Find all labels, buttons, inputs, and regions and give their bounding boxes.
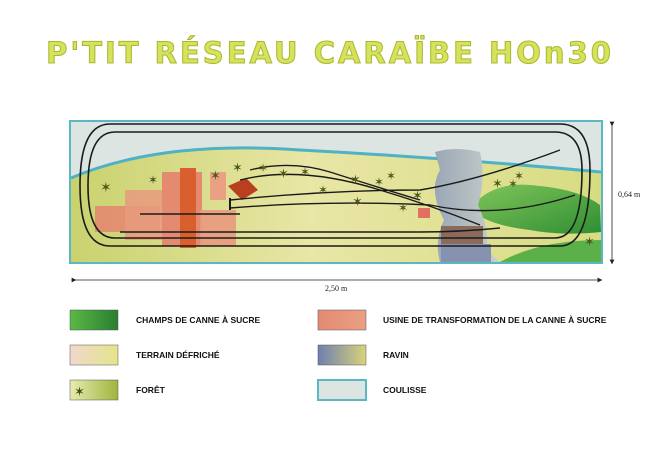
legend-item-forest: FORÊT [136, 385, 165, 395]
legend-label: FORÊT [136, 385, 165, 395]
svg-text:✶: ✶ [210, 168, 221, 183]
svg-text:✶: ✶ [232, 160, 243, 175]
svg-text:✶: ✶ [300, 165, 310, 179]
legend-label: COULISSE [383, 385, 427, 395]
svg-text:✶: ✶ [386, 169, 396, 183]
svg-text:✶: ✶ [508, 177, 518, 191]
svg-text:✶: ✶ [584, 234, 595, 249]
svg-text:✶: ✶ [352, 194, 363, 209]
page-title: P'TIT RÉSEAU CARAÏBE HOn30 [46, 36, 614, 71]
track-outer-loop [79, 123, 591, 247]
legend-label: RAVIN [383, 350, 409, 360]
legend-label: TERRAIN DÉFRICHÉ [136, 350, 220, 360]
legend-swatch-coulisse [317, 379, 367, 401]
legend-item-coulisse: COULISSE [383, 385, 426, 395]
legend-item-terrain: TERRAIN DÉFRICHÉ [136, 350, 220, 360]
factory-roof [228, 178, 258, 200]
legend-swatch-cane-field [69, 309, 119, 331]
legend-label: USINE DE TRANSFORMATION DE LA CANNE À SU… [383, 315, 607, 325]
forest-trees: ✶ ✶ ✶ ✶ ✶ ✶ ✶ ✶ ✶ ✶ ✶ ✶ ✶ ✶ ✶ ✶ ✶ ✶ [100, 160, 595, 249]
legend-swatch-terrain [69, 344, 119, 366]
cane-field-bottom [500, 240, 601, 262]
width-label: 2,50 m [325, 284, 348, 293]
legend-item-factory: USINE DE TRANSFORMATION DE LA CANNE À SU… [383, 315, 606, 325]
track-inner-loop [87, 131, 583, 239]
svg-text:✶: ✶ [100, 179, 112, 195]
svg-text:✶: ✶ [412, 188, 423, 203]
factory-chimney-block [180, 168, 196, 248]
svg-text:✶: ✶ [374, 175, 384, 189]
height-label: 0,64 m [618, 190, 641, 199]
svg-text:✶: ✶ [278, 166, 289, 181]
svg-text:✶: ✶ [492, 176, 503, 191]
svg-text:✶: ✶ [148, 173, 158, 187]
legend-item-ravine: RAVIN [383, 350, 409, 360]
legend-swatch-factory [317, 309, 367, 331]
svg-text:✶: ✶ [514, 169, 524, 183]
svg-text:✶: ✶ [258, 161, 268, 175]
svg-text:✶: ✶ [318, 183, 328, 197]
svg-text:✶: ✶ [350, 172, 361, 187]
factory-building-4 [200, 210, 236, 246]
svg-text:✶: ✶ [74, 384, 85, 399]
svg-text:✶: ✶ [398, 201, 408, 215]
legend-label: CHAMPS DE CANNE À SUCRE [136, 315, 261, 325]
legend-swatch-ravine [317, 344, 367, 366]
legend-item-cane-field: CHAMPS DE CANNE À SUCRE [136, 315, 260, 325]
legend-swatch-forest [69, 379, 119, 401]
